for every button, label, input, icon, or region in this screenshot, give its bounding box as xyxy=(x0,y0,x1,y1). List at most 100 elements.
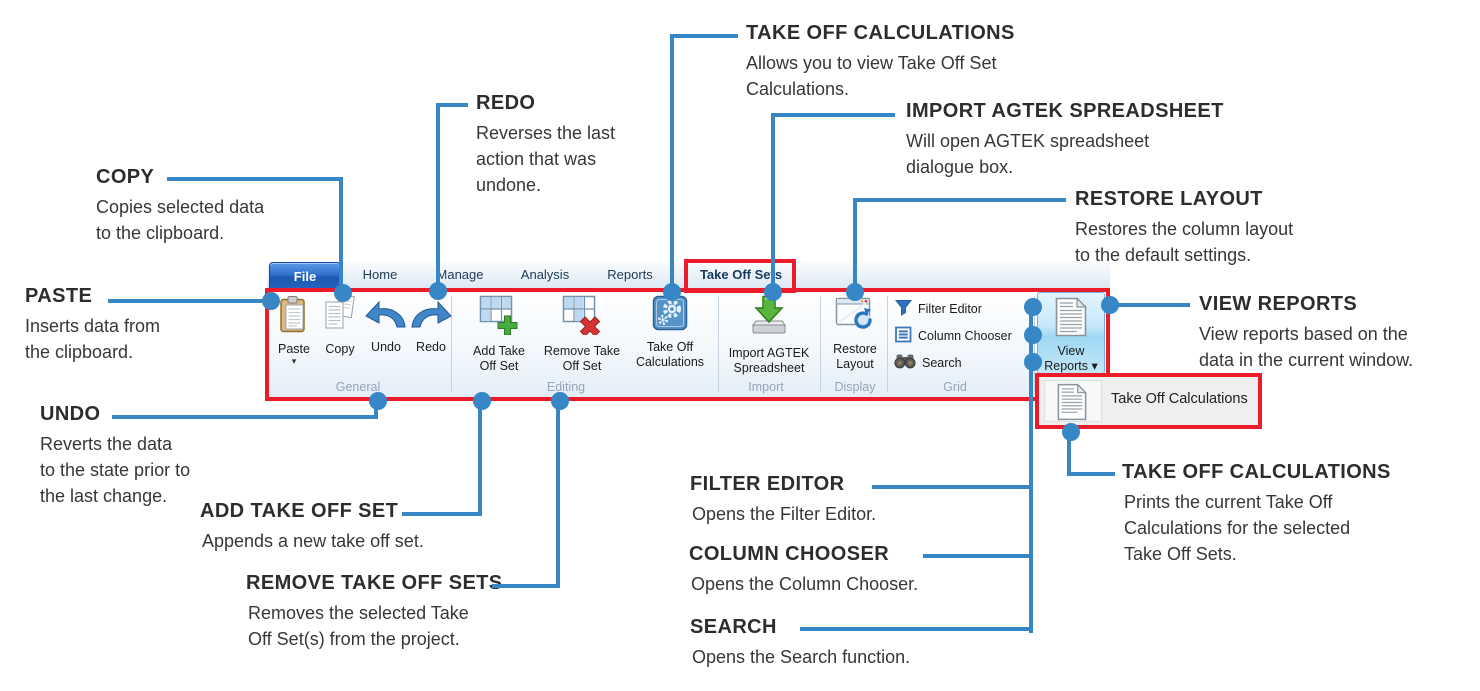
remove-take-off-set-button[interactable]: Remove Take Off Set xyxy=(540,295,624,375)
callout-desc-take-off-calculations-bottom: Prints the current Take Off Calculations… xyxy=(1124,492,1351,564)
callout-line-restore-layout xyxy=(853,198,857,292)
column-chooser-list-icon xyxy=(895,326,912,346)
restore-layout-window-icon xyxy=(835,297,875,338)
callout-dot-take-off-calculations-bottom xyxy=(1062,423,1080,441)
callout-desc-view-reports: View reports based on the data in the cu… xyxy=(1199,324,1414,370)
callout-title-view-reports: VIEW REPORTS xyxy=(1199,293,1358,315)
callout-line-take-off-calculations-top xyxy=(670,34,738,38)
filter-editor-label: Filter Editor xyxy=(918,302,982,316)
callout-desc-filter-editor: Opens the Filter Editor. xyxy=(692,504,877,524)
callout-line-remove-take-off-sets xyxy=(492,584,560,588)
filter-funnel-icon xyxy=(894,299,913,319)
callout-line-column-chooser xyxy=(923,554,1032,558)
callout-title-paste: PASTE xyxy=(25,285,93,307)
undo-arrow-icon xyxy=(364,299,408,334)
callout-title-take-off-calculations-bottom: TAKE OFF CALCULATIONS xyxy=(1122,461,1391,483)
callout-dot-restore-layout xyxy=(846,283,864,301)
callout-line-add-take-off-set xyxy=(402,512,482,516)
undo-label: Undo xyxy=(371,340,401,354)
tab-manage[interactable]: Manage xyxy=(436,267,484,282)
paste-clipboard-icon xyxy=(279,295,309,338)
callout-dot-search xyxy=(1024,353,1042,371)
callout-title-redo: REDO xyxy=(476,92,536,114)
callout-line-filter-editor xyxy=(872,485,1032,489)
callout-desc-redo: Reverses the last action that was undone… xyxy=(476,123,616,195)
callout-desc-add-take-off-set: Appends a new take off set. xyxy=(202,531,424,551)
ribbon-tab-strip xyxy=(267,261,1110,291)
callout-dot-column-chooser xyxy=(1024,326,1042,344)
ribbon-body xyxy=(267,291,1108,397)
take-off-calculations-button[interactable]: Take Off Calculations xyxy=(626,295,714,375)
table-remove-icon xyxy=(562,295,602,340)
tab-reports[interactable]: Reports xyxy=(607,267,653,282)
table-add-icon xyxy=(479,295,519,340)
import-agtek-spreadsheet-button[interactable]: Import AGTEK Spreadsheet xyxy=(722,295,816,375)
search-binoculars-icon xyxy=(894,353,916,372)
copy-button[interactable]: Copy xyxy=(318,294,362,375)
group-divider xyxy=(1034,296,1035,392)
callout-line-redo xyxy=(436,103,468,107)
callout-title-undo: UNDO xyxy=(40,403,101,425)
callout-dot-take-off-calculations-top xyxy=(663,283,681,301)
dropdown-item-take-off-calculations[interactable]: Take Off Calculations xyxy=(1111,391,1248,407)
callout-line-undo xyxy=(112,415,378,419)
group-label-import: Import xyxy=(748,380,784,394)
view-reports-label: View Reports ▾ xyxy=(1044,344,1098,373)
callout-line-copy xyxy=(167,177,343,181)
callout-line-import-agtek xyxy=(771,113,895,117)
callout-line-add-take-off-set xyxy=(478,401,482,516)
tab-take-off-sets[interactable]: Take Off Sets xyxy=(699,267,783,282)
column-chooser-label: Column Chooser xyxy=(918,329,1012,343)
callout-line-redo xyxy=(436,103,440,291)
callout-dot-undo xyxy=(369,392,387,410)
callout-line-take-off-calculations-bottom xyxy=(1067,432,1071,476)
calculations-gear-icon xyxy=(652,295,688,336)
report-document-icon xyxy=(1057,383,1087,426)
redo-button[interactable]: Redo xyxy=(409,295,453,375)
callout-title-take-off-calculations-top: TAKE OFF CALCULATIONS xyxy=(746,22,1015,44)
callout-title-add-take-off-set: ADD TAKE OFF SET xyxy=(200,500,399,522)
restore-layout-button[interactable]: Restore Layout xyxy=(824,295,886,375)
callout-line-copy xyxy=(339,177,343,293)
callout-dot-import-agtek xyxy=(764,283,782,301)
callout-line-view-reports xyxy=(1112,303,1190,307)
group-divider xyxy=(820,296,821,392)
callout-line-take-off-calculations-bottom xyxy=(1067,472,1115,476)
group-label-editing: Editing xyxy=(546,380,586,394)
callout-line-import-agtek xyxy=(771,113,775,292)
callout-desc-column-chooser: Opens the Column Chooser. xyxy=(691,574,919,594)
callout-desc-undo: Reverts the data to the state prior to t… xyxy=(40,434,191,506)
callout-line-search xyxy=(800,627,1032,631)
view-reports-button[interactable]: View Reports ▾ xyxy=(1037,292,1105,374)
view-reports-dropdown: Take Off Calculations xyxy=(1035,373,1262,429)
report-document-icon xyxy=(1055,297,1087,342)
group-label-display: Display xyxy=(834,380,876,394)
tab-analysis[interactable]: Analysis xyxy=(520,267,570,282)
callout-dot-paste xyxy=(262,292,280,310)
search-button[interactable]: Search xyxy=(894,353,962,372)
tab-file[interactable]: File xyxy=(269,262,341,291)
paste-label: Paste xyxy=(278,342,310,356)
tab-home[interactable]: Home xyxy=(362,267,398,282)
callout-dot-view-reports xyxy=(1101,296,1119,314)
column-chooser-button[interactable]: Column Chooser xyxy=(895,326,1012,346)
callout-title-filter-editor: FILTER EDITOR xyxy=(690,473,845,495)
import-download-icon xyxy=(748,295,790,342)
take-off-calculations-label: Take Off Calculations xyxy=(635,340,705,369)
import-agtek-spreadsheet-label: Import AGTEK Spreadsheet xyxy=(728,346,810,375)
callout-line-restore-layout xyxy=(853,198,1066,202)
redo-arrow-icon xyxy=(409,299,453,334)
callout-dot-copy xyxy=(334,284,352,302)
paste-button[interactable]: Paste ▾ xyxy=(272,295,316,375)
filter-editor-button[interactable]: Filter Editor xyxy=(894,299,982,319)
copy-label: Copy xyxy=(325,342,355,356)
callout-line-undo xyxy=(374,401,378,419)
callout-dot-remove-take-off-sets xyxy=(551,392,569,410)
add-take-off-set-button[interactable]: Add Take Off Set xyxy=(460,295,538,375)
restore-layout-label: Restore Layout xyxy=(833,342,877,371)
paste-dropdown-arrow[interactable]: ▾ xyxy=(291,356,297,366)
undo-button[interactable]: Undo xyxy=(363,295,409,375)
dropdown-item-icon-cell xyxy=(1044,380,1102,422)
remove-take-off-set-label: Remove Take Off Set xyxy=(543,344,621,373)
